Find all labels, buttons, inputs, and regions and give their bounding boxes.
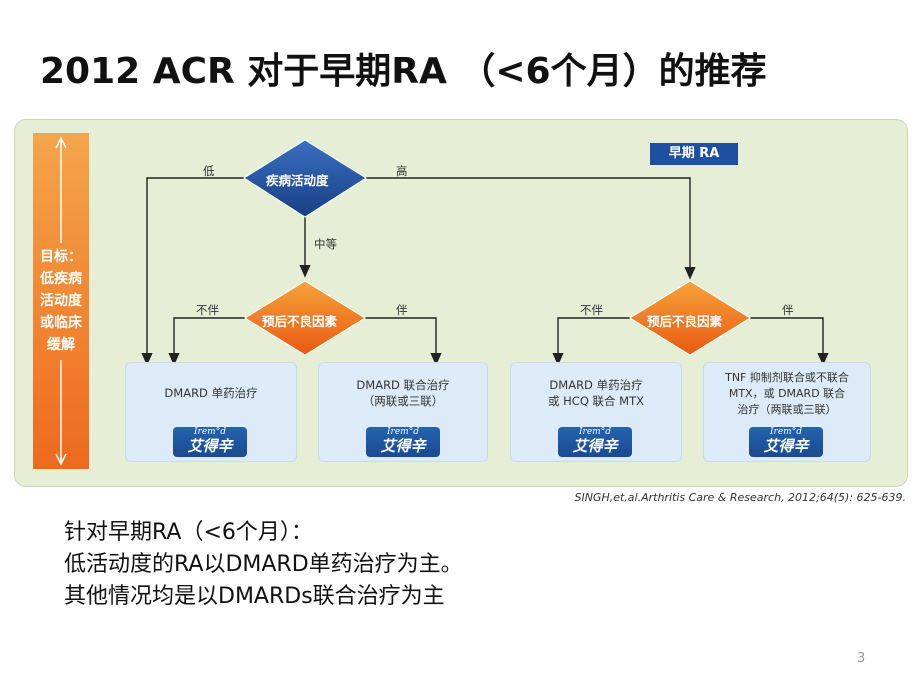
page-number: 3	[857, 651, 866, 666]
early-ra-tag: 早期 RA	[650, 143, 738, 165]
treatment-box-1-text: DMARD 单药治疗	[164, 386, 258, 400]
prognosis-diamond-right	[629, 280, 751, 356]
treatment-box-3-text: DMARD 单药治疗 或 HCQ 联合 MTX	[547, 378, 645, 408]
summary-line-1: 针对早期RA（<6个月）：	[64, 520, 313, 545]
iremod-logo: Irem°d 艾得辛	[558, 427, 632, 457]
edge-moderate-label: 中等	[314, 237, 337, 251]
treatment-box-2-text: DMARD 联合治疗 （两联或三联）	[356, 378, 450, 408]
edge-high-label: 高	[396, 164, 408, 178]
citation: SINGH,et,al.Arthritis Care & Research, 2…	[574, 491, 906, 504]
edge-with-label-right: 伴	[782, 303, 794, 317]
edge-without-label-left: 不伴	[196, 303, 219, 317]
activity-label: 疾病活动度	[266, 173, 329, 188]
summary-text: 针对早期RA（<6个月）： 低活动度的RA以DMARD单药治疗为主。 其他情况均…	[64, 517, 463, 613]
page-title: 2012 ACR 对于早期RA （<6个月）的推荐	[40, 51, 767, 92]
summary-line-2: 低活动度的RA以DMARD单药治疗为主。	[64, 552, 463, 577]
edge-low-label: 低	[203, 164, 215, 178]
edge-without-label-right: 不伴	[580, 303, 603, 317]
treatment-box-4-text: TNF 抑制剂联合或不联合 MTX，或 DMARD 联合 治疗（两联或三联）	[725, 371, 849, 416]
goal-text: 目标： 低疾病 活动度 或临床 缓解	[40, 249, 82, 353]
edge-with-label-left: 伴	[396, 303, 408, 317]
prognosis-label-left: 预后不良因素	[262, 314, 338, 329]
iremod-logo: Irem°d 艾得辛	[173, 427, 247, 457]
activity-diamond	[243, 139, 367, 218]
prognosis-diamond-left	[244, 280, 366, 356]
prognosis-label-right: 预后不良因素	[647, 314, 723, 329]
summary-line-3: 其他情况均是以DMARDs联合治疗为主	[64, 584, 445, 609]
iremod-logo: Irem°d 艾得辛	[749, 427, 823, 457]
iremod-logo: Irem°d 艾得辛	[366, 427, 440, 457]
